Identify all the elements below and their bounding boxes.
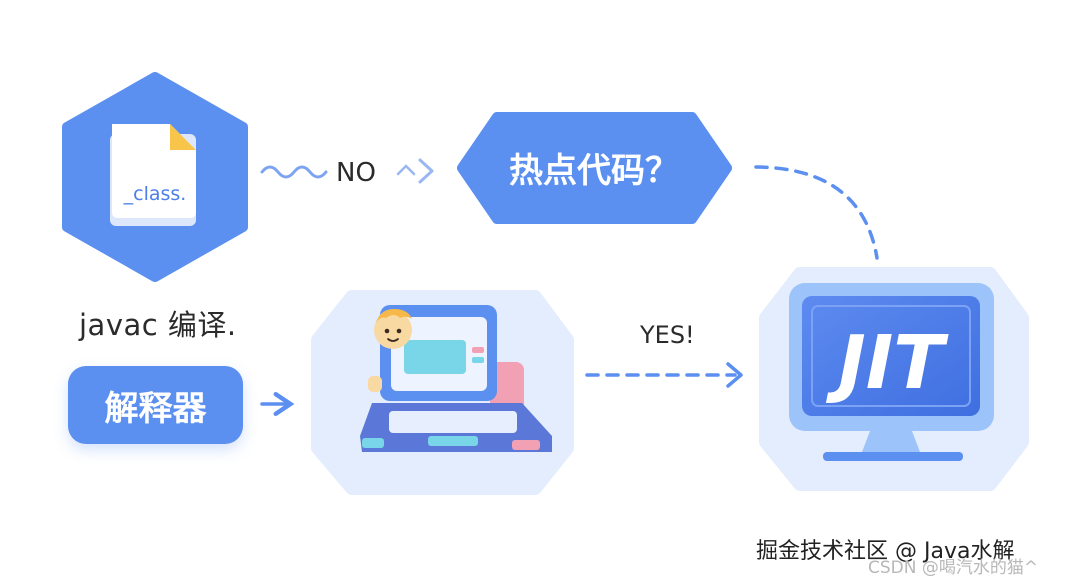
hotspot-label: 热点代码？ xyxy=(509,151,679,191)
wavy-line xyxy=(260,165,328,179)
jit-node: JIT xyxy=(759,267,1029,491)
interpreter-node: 解释器 xyxy=(68,366,243,444)
trackpad xyxy=(428,436,478,446)
interpreter-label: 解释器 xyxy=(104,388,207,429)
caret-icon xyxy=(396,164,416,176)
javac-label: javac 编译. xyxy=(79,308,237,342)
edge-no-label: NO xyxy=(336,158,376,188)
watermark-csdn: CSDN @喝汽水的猫^ xyxy=(868,558,1039,578)
jit-label: JIT xyxy=(825,320,949,406)
screen-window xyxy=(404,340,466,374)
chevron-right-icon xyxy=(418,158,434,184)
monitor-foot xyxy=(823,452,963,461)
base-accent xyxy=(362,438,384,448)
arrow-head-icon xyxy=(726,362,743,388)
file-label: _class. xyxy=(123,183,187,205)
hotspot-node: 热点代码？ xyxy=(457,112,732,224)
character-head xyxy=(374,311,412,349)
monitor-stand xyxy=(862,431,920,452)
character-hair xyxy=(376,309,412,323)
watermark-juejin: 掘金技术社区 @ Java水解 xyxy=(756,539,1015,564)
character-hand xyxy=(368,376,382,392)
base-accent xyxy=(512,440,540,450)
screen-dot xyxy=(472,347,484,353)
keyboard xyxy=(389,411,517,433)
edge-no: NO xyxy=(260,158,434,188)
screen-dot xyxy=(472,357,484,363)
edge-hotspot-to-jit xyxy=(754,165,879,260)
laptop-node xyxy=(311,290,574,495)
edge-yes-label: YES! xyxy=(639,321,695,349)
monitor-screen xyxy=(802,296,980,416)
class-file-node: _class. xyxy=(62,72,248,282)
file-fold-icon xyxy=(170,124,196,150)
